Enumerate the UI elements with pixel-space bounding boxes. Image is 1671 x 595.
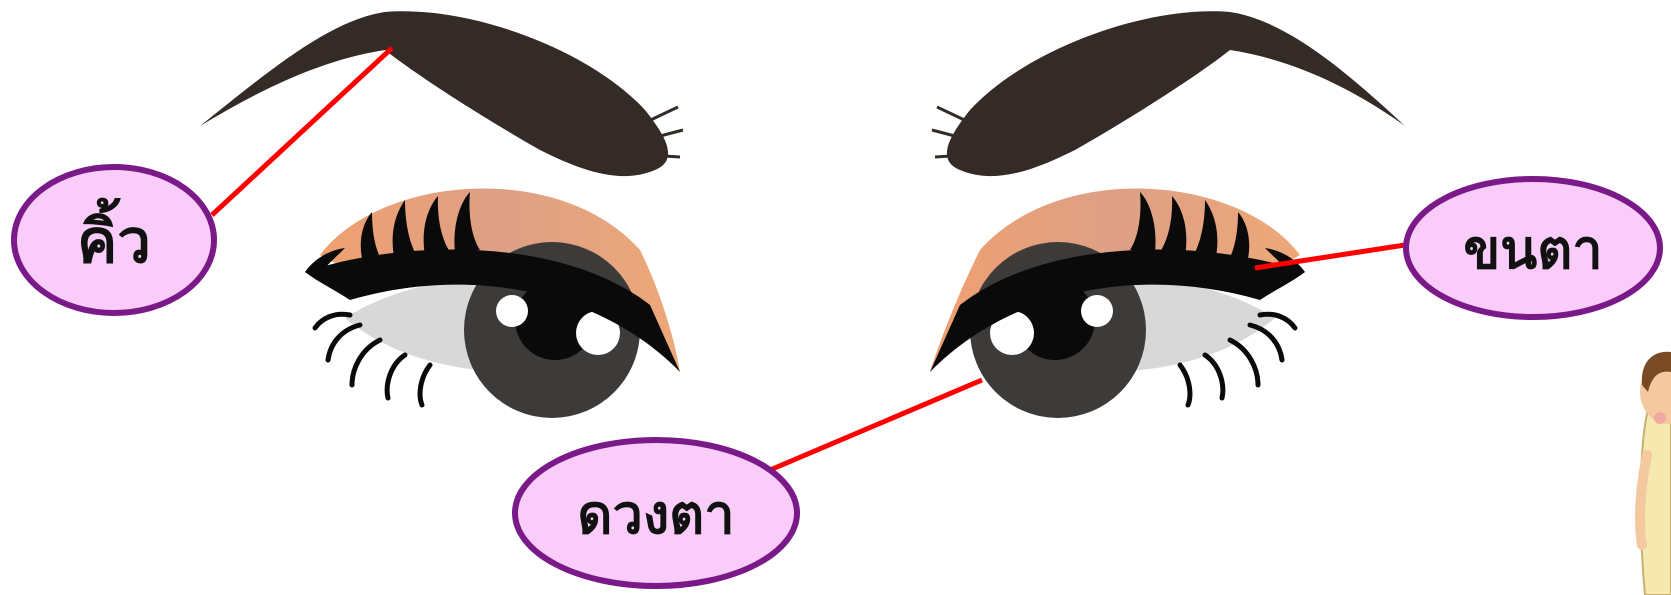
right-eyebrow	[932, 11, 1405, 176]
eyeball-label-text: ดวงตา	[577, 483, 734, 546]
right-eye	[930, 189, 1305, 418]
eyeball-label: ดวงตา	[515, 440, 797, 586]
left-eyebrow	[200, 11, 683, 176]
eyelash-label: ขนตา	[1406, 179, 1660, 317]
eyelash-label-text: ขนตา	[1463, 218, 1602, 281]
child-figure-icon	[1640, 352, 1671, 595]
left-eye	[305, 189, 680, 418]
eyebrow-label-text: คิ้ว	[77, 197, 151, 277]
eyeball-leader-line	[770, 380, 982, 470]
eyebrow-label: คิ้ว	[14, 167, 214, 313]
